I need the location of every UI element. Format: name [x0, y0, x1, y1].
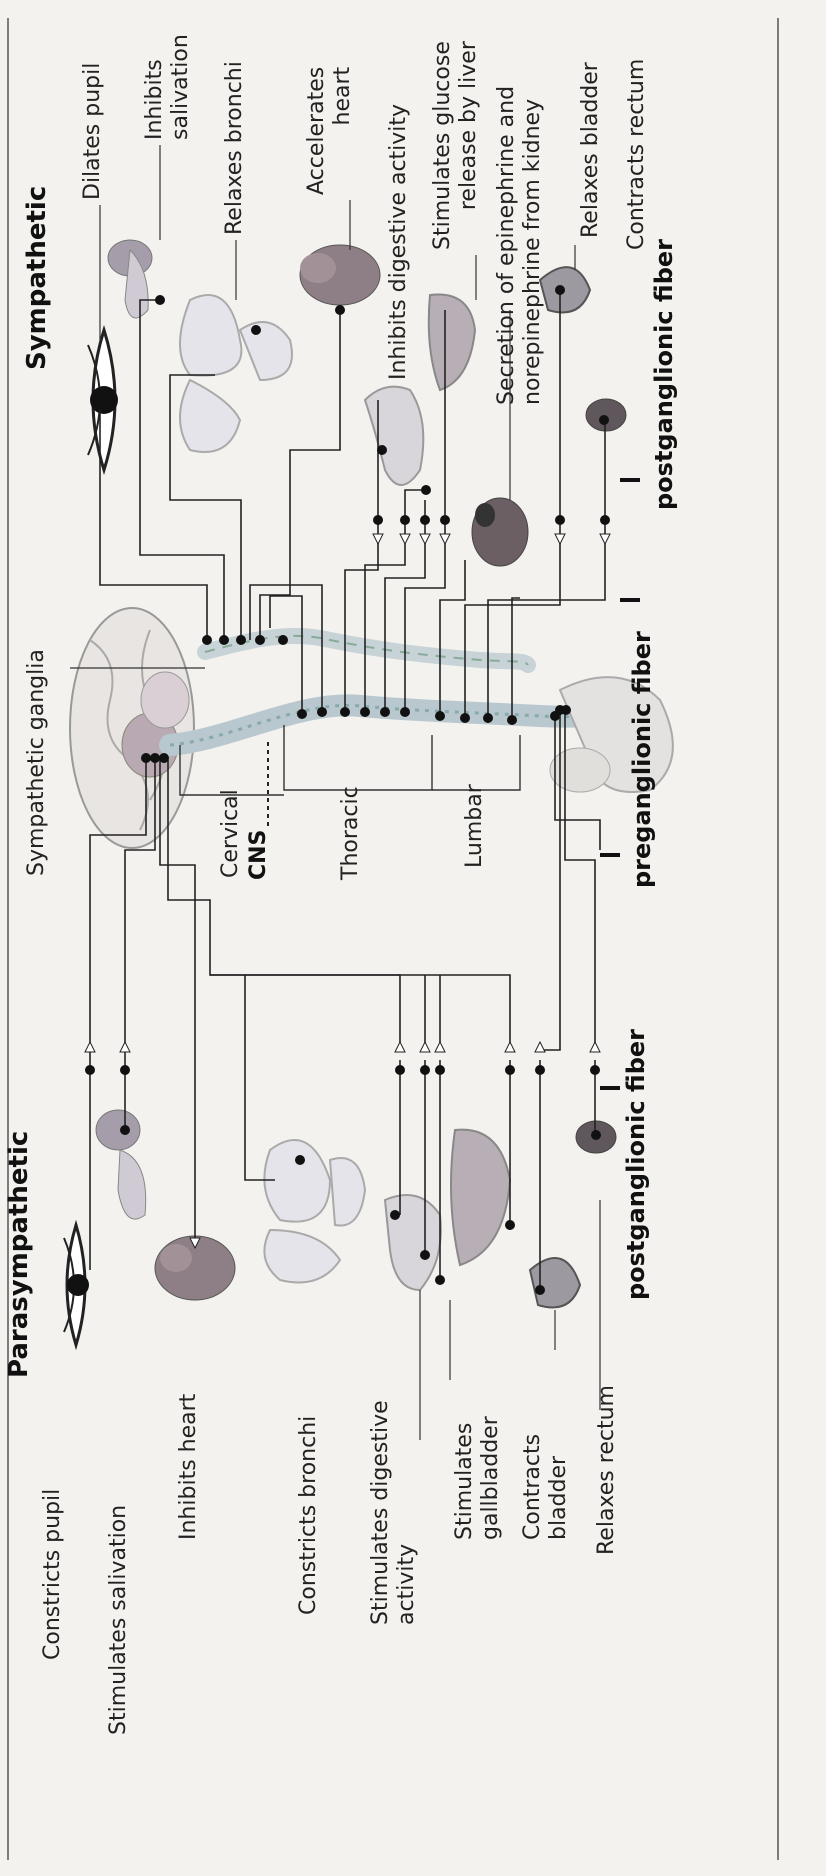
liver-sympathetic-icon [429, 294, 475, 390]
label-relaxes-bladder: Relaxes bladder [578, 62, 604, 238]
heart-sympathetic-icon [300, 245, 380, 305]
sympathetic-ganglia-chain [205, 636, 528, 665]
label-cervical: Cervical [218, 789, 244, 878]
lungs-parasympathetic-icon [264, 1140, 365, 1283]
label-constricts-bronchi: Constricts bronchi [296, 1416, 322, 1615]
label-inhibits-salivation: Inhibits salivation [142, 34, 195, 140]
label-constricts-pupil: Constricts pupil [40, 1489, 66, 1660]
thoracic-bracket [284, 725, 432, 790]
label-inhibits-digestive: Inhibits digestive activity [386, 104, 412, 380]
sympathetic-title: Sympathetic [22, 186, 52, 370]
sympathetic-preganglionic-lines [250, 540, 605, 850]
label-stimulates-salivation: Stimulates salivation [106, 1505, 132, 1735]
label-contracts-rectum: Contracts rectum [624, 59, 650, 250]
liver-parasympathetic-icon [451, 1130, 510, 1265]
label-relaxes-bronchi: Relaxes bronchi [222, 61, 248, 235]
label-stimulates-glucose: Stimulates glucose release by liver [430, 41, 483, 250]
spinal-cord [170, 705, 620, 745]
salivary-gland-parasympathetic-icon [96, 1110, 146, 1219]
label-stimulates-digestive: Stimulates digestive activity [368, 1400, 421, 1625]
brain-illustration [70, 608, 194, 848]
label-lumbar: Lumbar [462, 784, 488, 868]
label-accelerates-heart: Accelerates heart [304, 67, 357, 195]
parasympathetic-title: Parasympathetic [4, 1131, 34, 1378]
stomach-sympathetic-icon [365, 387, 423, 485]
label-sympathetic-ganglia: Sympathetic ganglia [24, 649, 50, 876]
label-dilates-pupil: Dilates pupil [80, 63, 106, 200]
label-cns: CNS [246, 830, 271, 880]
bladder-sympathetic-icon [540, 267, 590, 312]
label-sympathetic-postganglionic: postganglionic fiber [650, 239, 678, 510]
lumbar-bracket [432, 735, 520, 790]
salivary-gland-sympathetic-icon [108, 240, 152, 318]
label-stimulates-gallbladder: Stimulates gallbladder [452, 1416, 505, 1540]
label-secretion-epinephrine: Secretion of epinephrine and norepinephr… [494, 86, 547, 405]
label-parasympathetic-postganglionic: postganglionic fiber [622, 1029, 650, 1300]
lungs-sympathetic-icon [180, 295, 292, 452]
label-sympathetic-preganglionic: preganglionic fiber [628, 631, 656, 888]
kidney-sympathetic-icon [472, 498, 528, 566]
eye-sympathetic-icon [88, 330, 118, 470]
label-thoracic: Thoracic [338, 786, 364, 880]
label-inhibits-heart: Inhibits heart [176, 1394, 202, 1540]
label-relaxes-rectum: Relaxes rectum [594, 1385, 620, 1555]
eye-parasympathetic-icon [64, 1225, 89, 1345]
label-contracts-bladder: Contracts bladder [520, 1434, 573, 1540]
stomach-parasympathetic-icon [385, 1195, 441, 1290]
bladder-parasympathetic-icon [530, 1258, 580, 1308]
rectum-sympathetic-icon [586, 399, 626, 431]
